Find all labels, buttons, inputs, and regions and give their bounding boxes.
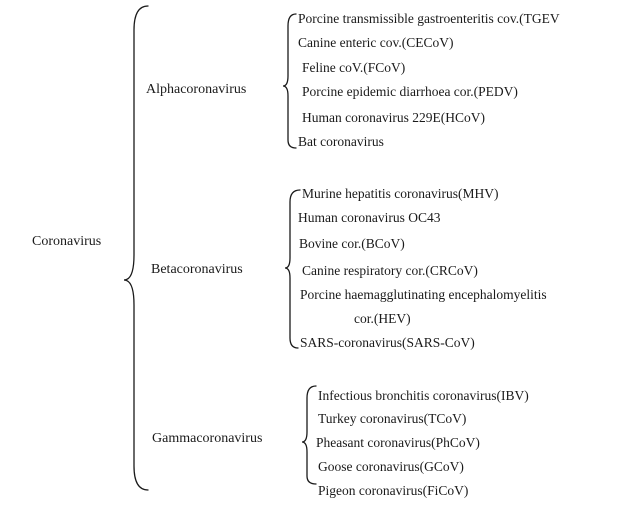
genus-betacoronavirus: Betacoronavirus bbox=[151, 262, 243, 277]
root-brace bbox=[123, 5, 149, 491]
species-tcov: Turkey coronavirus(TCoV) bbox=[318, 411, 467, 426]
root-label: Coronavirus bbox=[32, 234, 102, 249]
genus-alphacoronavirus: Alphacoronavirus bbox=[146, 82, 247, 97]
species-sars-cov: SARS-coronavirus(SARS-CoV) bbox=[300, 335, 475, 350]
species-crcov: Canine respiratory cor.(CRCoV) bbox=[302, 263, 478, 278]
species-mhv: Murine hepatitis coronavirus(MHV) bbox=[302, 186, 499, 201]
species-gcov: Goose coronavirus(GCoV) bbox=[318, 459, 464, 474]
species-phcov: Pheasant coronavirus(PhCoV) bbox=[316, 435, 480, 450]
species-bat-cov: Bat coronavirus bbox=[298, 134, 384, 149]
alpha-brace bbox=[282, 13, 297, 149]
species-hev-line2: cor.(HEV) bbox=[354, 311, 411, 326]
beta-brace bbox=[284, 189, 301, 349]
gamma-brace bbox=[301, 385, 317, 485]
species-hev-line1: Porcine haemagglutinating encephalomyeli… bbox=[300, 287, 547, 302]
species-tgev: Porcine transmissible gastroenteritis co… bbox=[298, 11, 560, 26]
species-bcov: Bovine cor.(BCoV) bbox=[299, 236, 405, 251]
species-pedv: Porcine epidemic diarrhoea cor.(PEDV) bbox=[302, 84, 518, 99]
species-oc43: Human coronavirus OC43 bbox=[298, 210, 441, 225]
species-fcov: Feline coV.(FCoV) bbox=[302, 60, 406, 75]
species-hcov-229e: Human coronavirus 229E(HCoV) bbox=[302, 110, 485, 125]
species-ficov: Pigeon coronavirus(FiCoV) bbox=[318, 483, 469, 498]
genus-gammacoronavirus: Gammacoronavirus bbox=[152, 431, 263, 446]
species-cecov: Canine enteric cov.(CECoV) bbox=[298, 35, 454, 50]
species-ibv: Infectious bronchitis coronavirus(IBV) bbox=[318, 388, 529, 403]
